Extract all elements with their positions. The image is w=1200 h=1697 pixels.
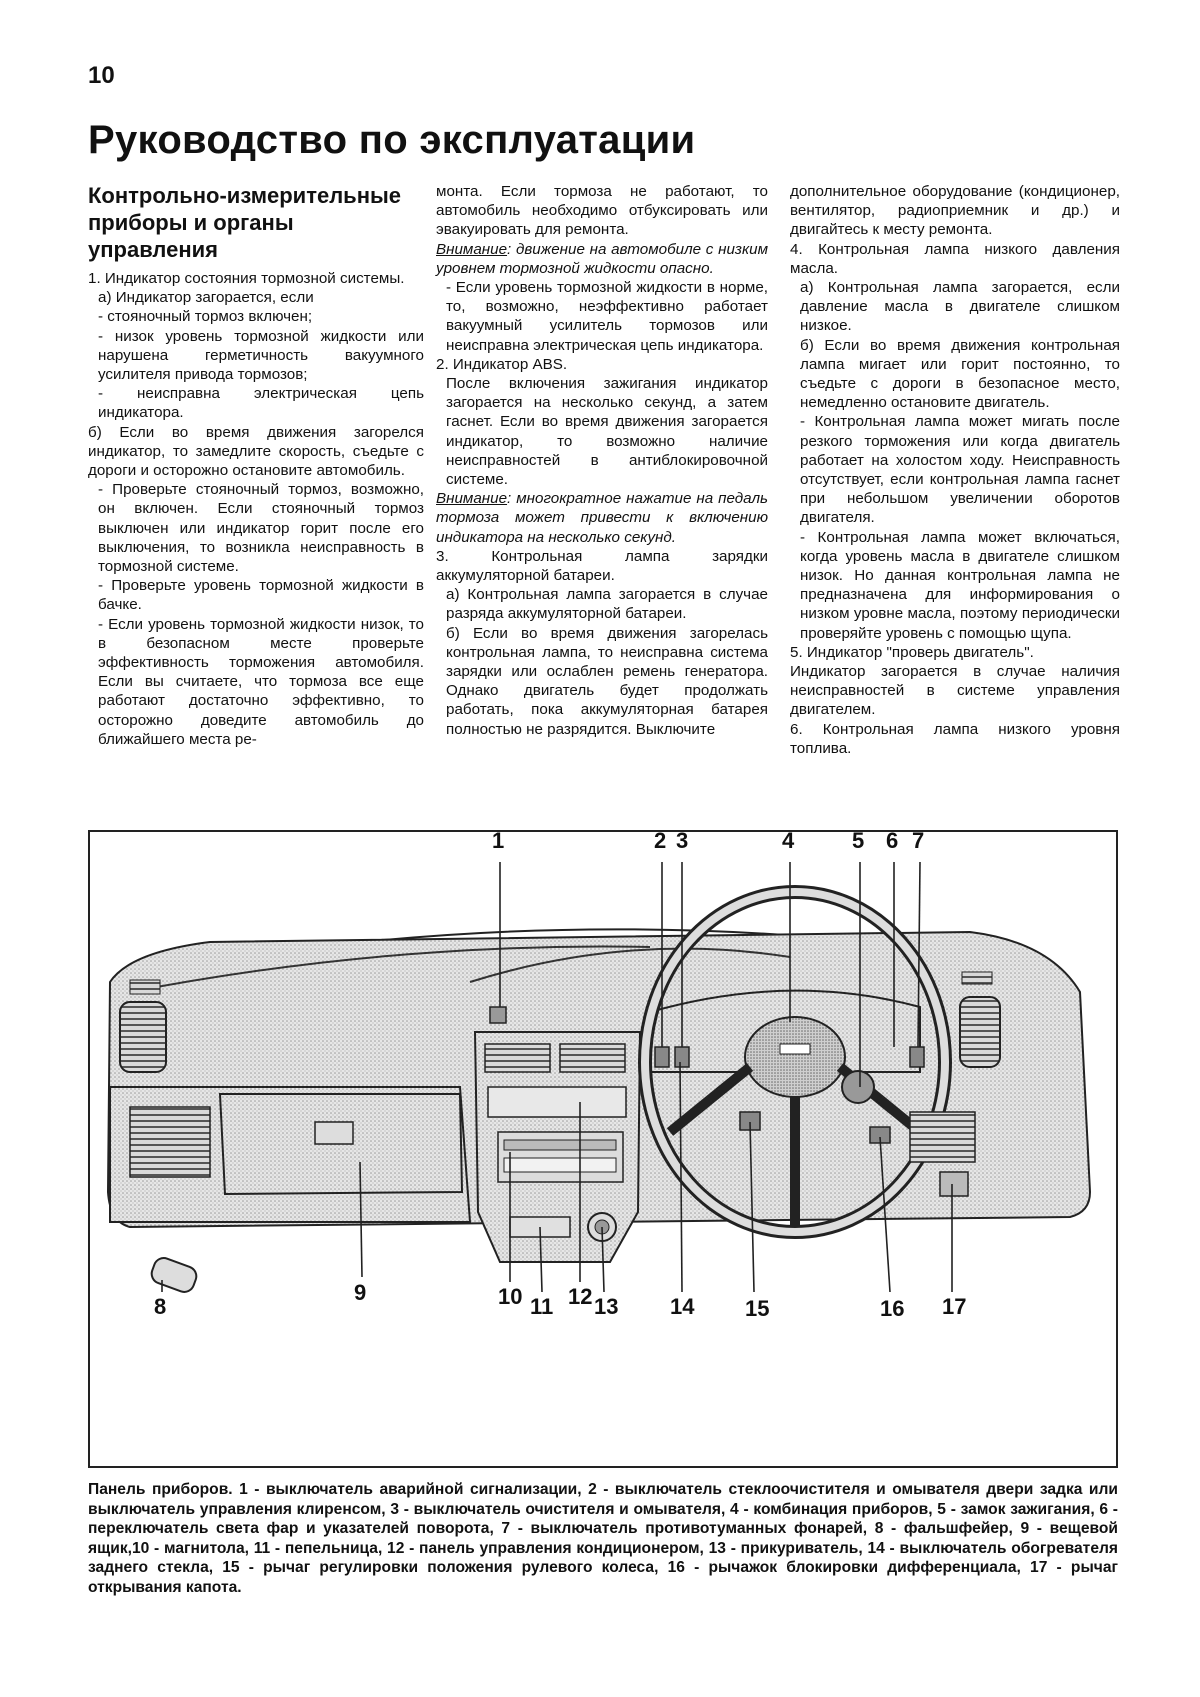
hazard-switch bbox=[489, 1006, 507, 1024]
callout-lines bbox=[161, 861, 953, 1293]
callout-label: 5 bbox=[852, 828, 865, 853]
paragraph: а) Контрольная лампа загорается, если да… bbox=[800, 279, 1120, 335]
paragraph: - стояночный тормоз включен; bbox=[98, 308, 313, 326]
text-column-1: Контрольно-измерительные приборы и орган… bbox=[88, 182, 424, 749]
ignition-switch bbox=[841, 1070, 875, 1104]
paragraph: а) Контрольная лампа загорается в случае… bbox=[446, 586, 768, 623]
callout-label: 12 bbox=[568, 1284, 593, 1309]
paragraph: - Контрольная лампа может мигать после р… bbox=[800, 413, 1120, 527]
paragraph: - Если уровень тормозной жидкости низок,… bbox=[98, 615, 424, 748]
paragraph: 2. Индикатор ABS. bbox=[436, 355, 568, 373]
section-heading: Контрольно-измерительные приборы и орган… bbox=[88, 183, 402, 262]
paragraph: - низок уровень тормозной жидкости или н… bbox=[98, 327, 424, 384]
callout-label: 3 bbox=[676, 828, 689, 853]
callout-label: 15 bbox=[745, 1296, 770, 1321]
paragraph: 4. Контрольная лампа низкого давления ма… bbox=[790, 240, 1120, 277]
paragraph: - неисправна электрическая цепь индикато… bbox=[98, 385, 424, 422]
left-air-vent bbox=[119, 1001, 167, 1073]
wiper-switch bbox=[674, 1046, 690, 1068]
callout-label: 17 bbox=[942, 1294, 967, 1319]
paragraph: 6. Контрольная лампа низкого уровня топл… bbox=[790, 720, 1120, 757]
paragraph: б) Если во время движения загорелся инди… bbox=[88, 423, 424, 480]
hood-release-lever bbox=[939, 1171, 969, 1197]
callout-label: 8 bbox=[154, 1294, 167, 1319]
callout-label: 11 bbox=[530, 1294, 554, 1319]
callout-label: 6 bbox=[886, 828, 899, 853]
right-speaker-grille bbox=[909, 1111, 976, 1163]
page-title: Руководство по эксплуатации bbox=[88, 118, 696, 162]
paragraph: 5. Индикатор "проверь двигатель". bbox=[790, 643, 1034, 661]
warning-text: : многократное нажатие на педаль тормоза… bbox=[436, 490, 768, 546]
paragraph: а) Индикатор загорается, если bbox=[98, 289, 314, 307]
rear-wiper-switch bbox=[654, 1046, 670, 1068]
callout-label: 1 bbox=[492, 828, 505, 853]
callout-label: 2 bbox=[654, 828, 667, 853]
warning-text: : движение на автомобиле с низким уровне… bbox=[436, 240, 768, 277]
callout-label: 9 bbox=[354, 1280, 367, 1305]
warning-label: Внимание bbox=[436, 490, 508, 508]
callout-label: 10 bbox=[498, 1284, 523, 1309]
dashboard-drawing bbox=[106, 861, 1092, 1293]
fog-light-switch bbox=[909, 1046, 925, 1068]
right-air-vent bbox=[959, 996, 1001, 1068]
flare-illustration bbox=[150, 1257, 198, 1293]
center-vent-left bbox=[484, 1043, 551, 1073]
dashboard-illustration: 1 2 3 4 5 6 7 8 9 10 11 12 13 14 15 16 1… bbox=[88, 828, 1118, 1468]
paragraph: После включения зажигания индикатор заго… bbox=[446, 375, 768, 489]
warning-note: Внимание: движение на автомобиле с низки… bbox=[436, 240, 768, 278]
paragraph: - Контрольная лампа может включаться, ко… bbox=[800, 528, 1120, 642]
glove-box-handle bbox=[314, 1121, 354, 1145]
callout-label: 14 bbox=[670, 1294, 695, 1319]
left-speaker-grille bbox=[129, 1106, 211, 1178]
paragraph: б) Если во время движения загорелась кон… bbox=[446, 624, 768, 738]
callout-label: 13 bbox=[594, 1294, 619, 1319]
paragraph: дополнительное оборудование (кондиционер… bbox=[790, 183, 1120, 239]
text-column-3: дополнительное оборудование (кондиционер… bbox=[790, 182, 1120, 758]
paragraph: - Проверьте уровень тормозной жидкости в… bbox=[98, 577, 424, 614]
warning-label: Внимание bbox=[436, 240, 508, 258]
callout-label: 16 bbox=[880, 1296, 905, 1321]
text-column-2: монта. Если тормоза не работают, то авто… bbox=[436, 182, 768, 739]
climate-control-panel bbox=[487, 1086, 627, 1118]
figure-caption: Панель приборов. 1 - выключатель аварийн… bbox=[88, 1481, 1118, 1596]
paragraph: монта. Если тормоза не работают, то авто… bbox=[436, 183, 768, 239]
steering-hub bbox=[744, 1016, 846, 1098]
paragraph: - Если уровень тормозной жидкости в норм… bbox=[446, 279, 768, 354]
page-number: 10 bbox=[88, 62, 115, 89]
paragraph: 3. Контрольная лампа зарядки аккумулятор… bbox=[436, 547, 768, 585]
paragraph: б) Если во время движения контрольная ла… bbox=[800, 336, 1120, 412]
center-vent-right bbox=[559, 1043, 626, 1073]
paragraph: 1. Индикатор состояния тормозной системы… bbox=[88, 270, 405, 287]
paragraph: Индикатор загорается в случае наличия не… bbox=[790, 663, 1120, 719]
callout-label: 7 bbox=[912, 828, 925, 853]
callout-label: 4 bbox=[782, 828, 795, 853]
warning-note: Внимание: многократное нажатие на педаль… bbox=[436, 489, 768, 547]
paragraph: - Проверьте стояночный тормоз, возможно,… bbox=[98, 481, 424, 576]
